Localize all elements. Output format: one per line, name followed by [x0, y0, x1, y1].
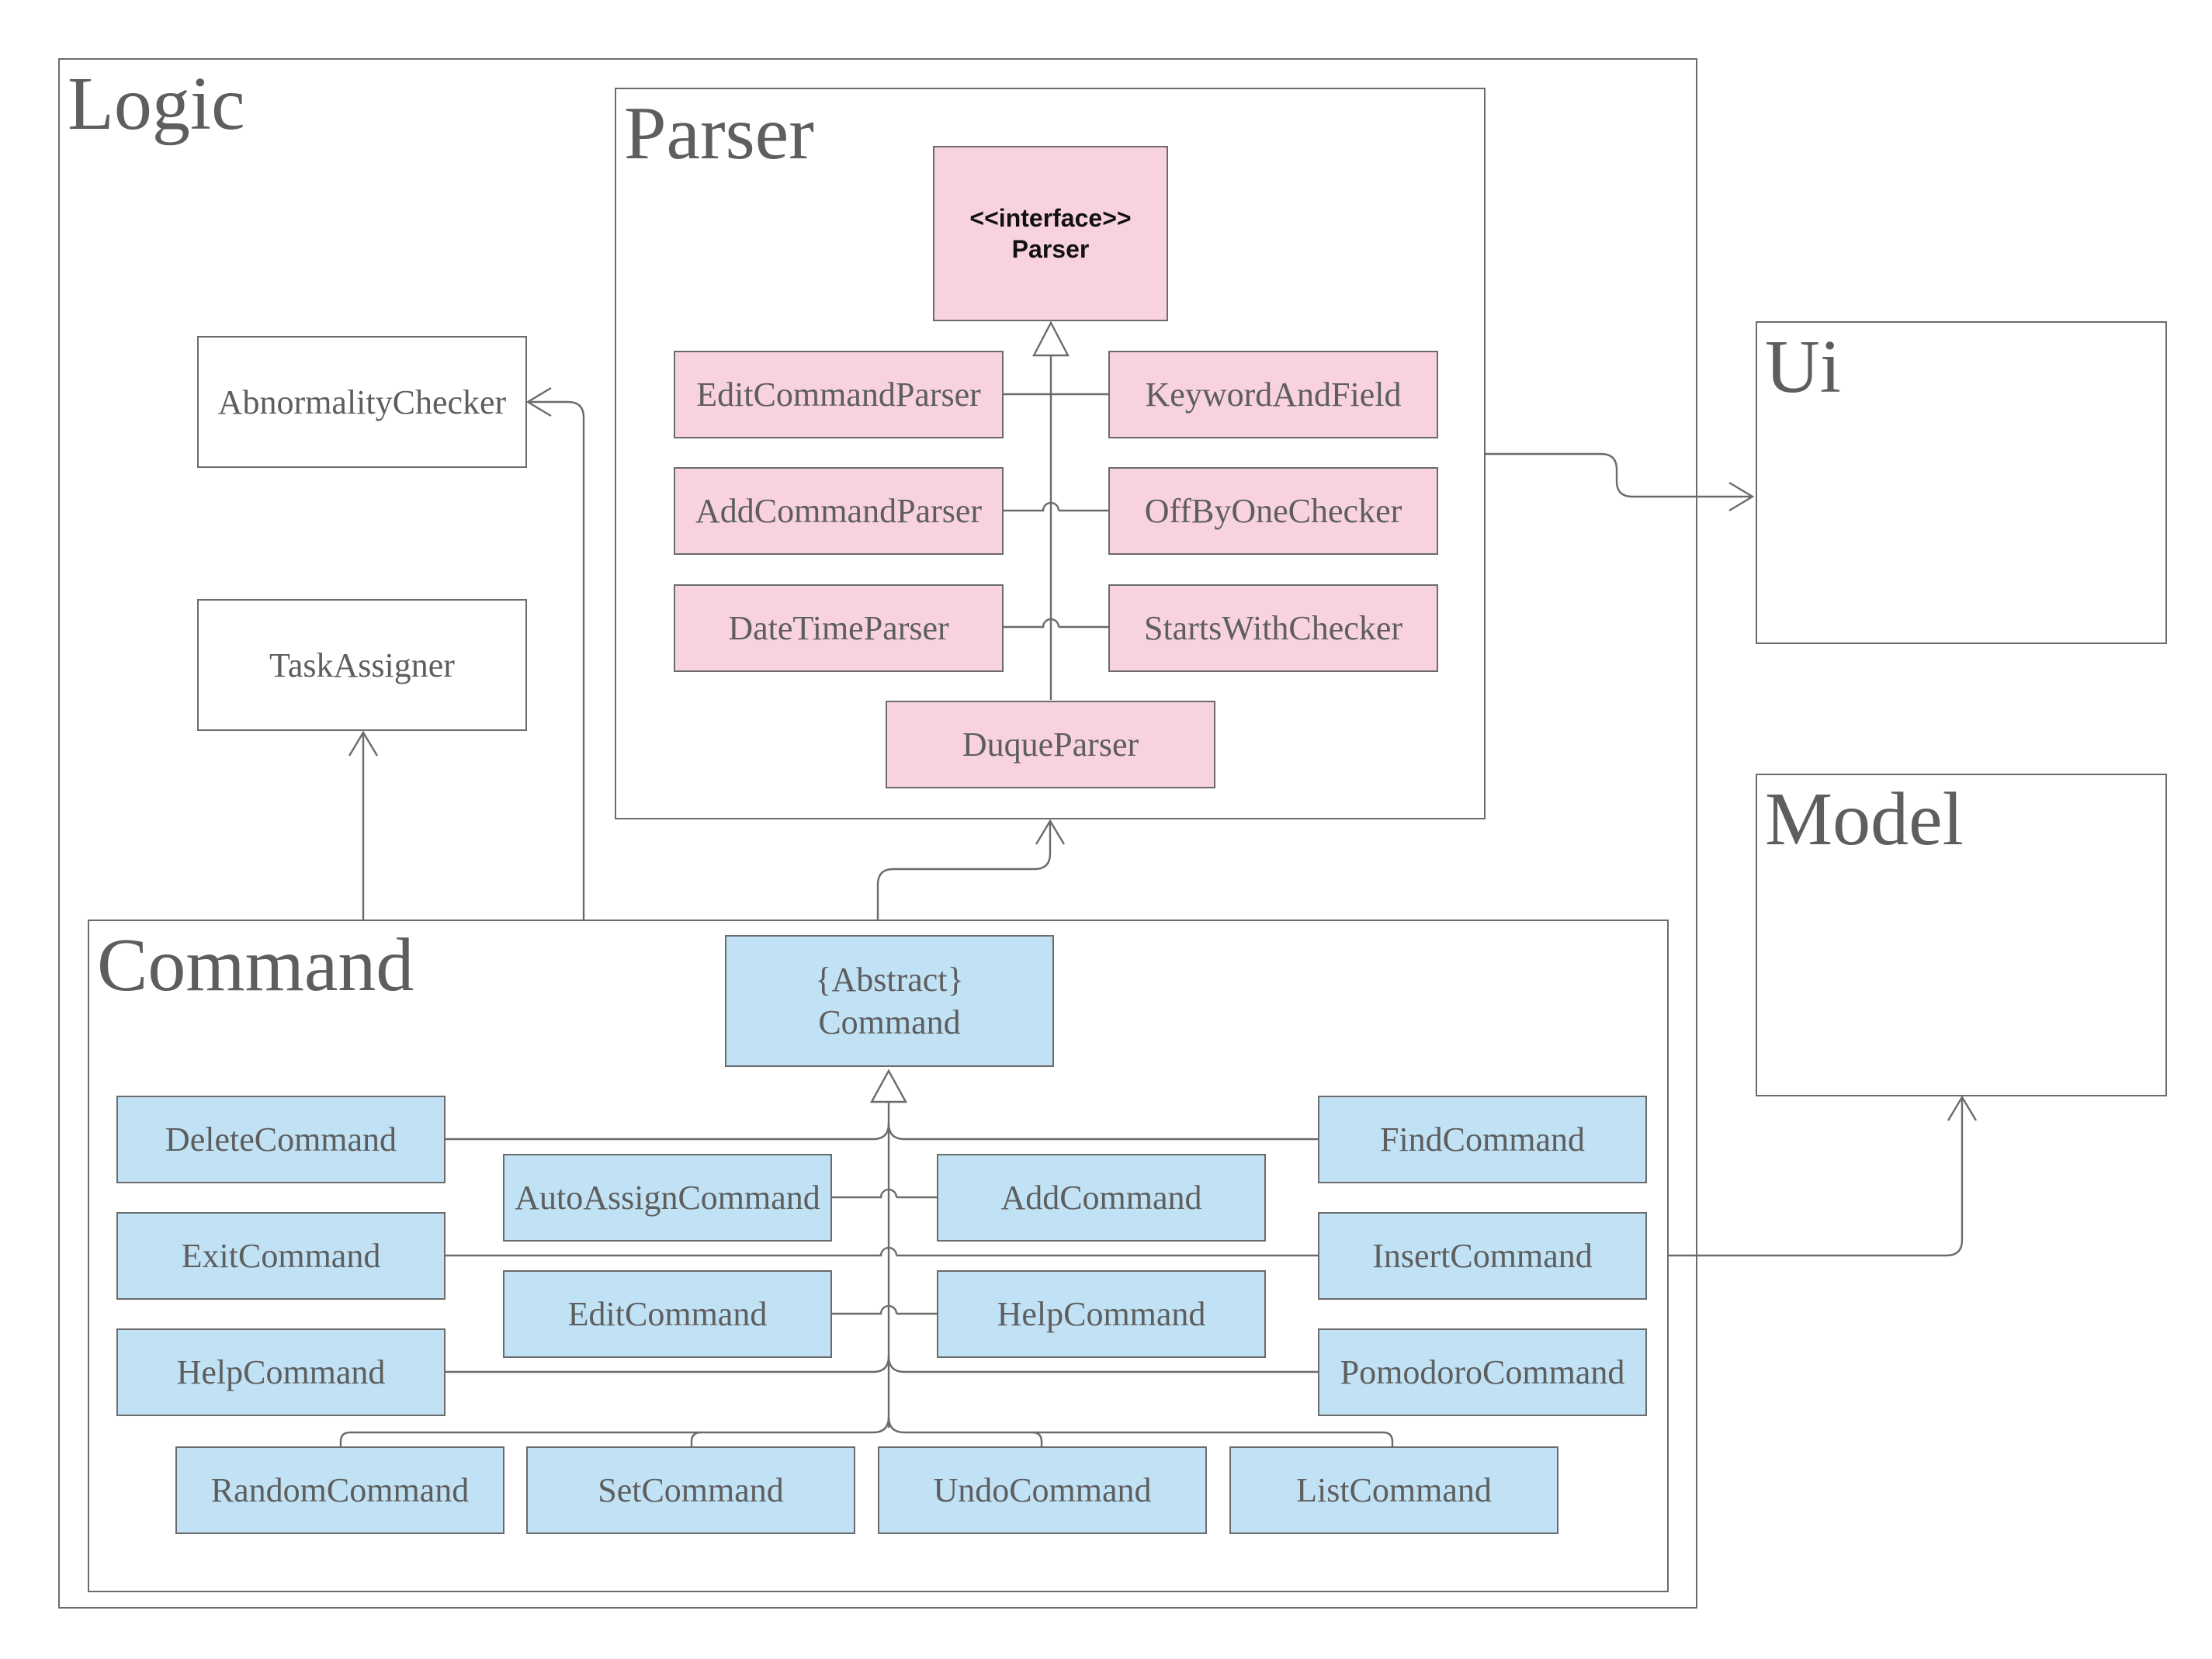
date-time-parser-label: DateTimeParser	[728, 609, 949, 647]
command-package-title: Command	[97, 923, 414, 1007]
off-by-one-checker-class: OffByOneChecker	[1108, 467, 1438, 555]
help-command-left-label: HelpCommand	[176, 1353, 386, 1391]
starts-with-checker-label: StartsWithChecker	[1143, 609, 1403, 647]
date-time-parser-class: DateTimeParser	[674, 584, 1004, 672]
insert-command-label: InsertCommand	[1372, 1237, 1593, 1275]
auto-assign-command-label: AutoAssignCommand	[515, 1179, 820, 1217]
auto-assign-command-class: AutoAssignCommand	[503, 1154, 832, 1242]
add-command-label: AddCommand	[1000, 1179, 1202, 1217]
delete-command-label: DeleteCommand	[165, 1120, 397, 1159]
parser-interface-name: Parser	[1011, 235, 1090, 263]
ui-arrowhead	[1728, 481, 1755, 512]
starts-with-checker-class: StartsWithChecker	[1108, 584, 1438, 672]
command-inheritance-arrowhead	[869, 1068, 908, 1103]
duque-parser-label: DuqueParser	[962, 726, 1139, 764]
undo-command-link	[1031, 1431, 1043, 1446]
pomodoro-command-label: PomodoroCommand	[1340, 1353, 1625, 1391]
abstract-command-name: Command	[818, 1003, 961, 1041]
help-command-mid-label: HelpCommand	[997, 1295, 1206, 1333]
task-assigner-arrowhead	[348, 730, 379, 757]
abstract-command-class: {Abstract} Command	[725, 935, 1054, 1067]
task-assigner-label: TaskAssigner	[269, 646, 455, 684]
abnormality-checker-arrowhead	[525, 386, 552, 417]
logic-package: Logic	[58, 58, 1697, 1609]
list-command-class: ListCommand	[1229, 1446, 1558, 1534]
abnormality-checker-label: AbnormalityChecker	[217, 383, 507, 421]
pomodoro-command-class: PomodoroCommand	[1318, 1328, 1647, 1416]
add-command-parser-link	[1004, 501, 1060, 512]
off-by-one-checker-label: OffByOneChecker	[1144, 492, 1402, 530]
pomodoro-command-link	[887, 1356, 1318, 1373]
add-command-class: AddCommand	[937, 1154, 1266, 1242]
set-command-label: SetCommand	[598, 1471, 784, 1509]
parser-package-title: Parser	[624, 92, 814, 175]
duque-parser-class: DuqueParser	[886, 701, 1215, 788]
command-to-parser-dependency	[876, 821, 1052, 920]
find-command-link	[887, 1123, 1318, 1141]
edit-command-parser-label: EditCommandParser	[696, 376, 981, 414]
exit-command-link	[445, 1246, 898, 1257]
parser-interface-class: <<interface>> Parser	[933, 146, 1168, 321]
help-command-left-class: HelpCommand	[116, 1328, 446, 1416]
find-command-label: FindCommand	[1379, 1120, 1586, 1159]
task-assigner-class: TaskAssigner	[197, 599, 527, 731]
edit-command-parser-class: EditCommandParser	[674, 351, 1004, 438]
parser-package-arrowhead	[1035, 819, 1066, 845]
ui-package-title: Ui	[1765, 325, 1841, 409]
keyword-and-field-label: KeywordAndField	[1145, 376, 1402, 414]
add-command-parser-label: AddCommandParser	[695, 492, 983, 530]
date-time-parser-link	[1004, 618, 1060, 629]
edit-command-class: EditCommand	[503, 1270, 832, 1358]
set-command-link	[690, 1431, 702, 1446]
ui-package: Ui	[1756, 321, 2167, 644]
delete-command-class: DeleteCommand	[116, 1096, 446, 1183]
parser-package: Parser	[615, 88, 1486, 819]
model-package: Model	[1756, 774, 2167, 1096]
parser-interface-stereotype: <<interface>>	[969, 204, 1132, 232]
set-command-class: SetCommand	[526, 1446, 855, 1534]
command-to-model-dependency	[1667, 1097, 1964, 1257]
model-arrowhead	[1947, 1095, 1978, 1121]
help-command-mid-class: HelpCommand	[937, 1270, 1266, 1358]
parser-to-ui-dependency	[1485, 452, 1753, 498]
abnormality-checker-class: AbnormalityChecker	[197, 336, 527, 468]
abstract-command-stereotype: {Abstract}	[815, 961, 964, 999]
model-package-title: Model	[1765, 778, 1964, 861]
add-command-parser-class: AddCommandParser	[674, 467, 1004, 555]
random-command-class: RandomCommand	[175, 1446, 504, 1534]
list-command-label: ListCommand	[1296, 1471, 1492, 1509]
random-command-label: RandomCommand	[210, 1471, 470, 1509]
keyword-and-field-class: KeywordAndField	[1108, 351, 1438, 438]
edit-command-label: EditCommand	[567, 1295, 768, 1333]
auto-assign-command-link	[831, 1188, 898, 1199]
find-command-class: FindCommand	[1318, 1096, 1647, 1183]
logic-package-title: Logic	[68, 62, 245, 146]
parser-inheritance-arrowhead	[1032, 320, 1070, 357]
insert-command-class: InsertCommand	[1318, 1212, 1647, 1300]
command-package: Command	[88, 920, 1669, 1592]
exit-command-class: ExitCommand	[116, 1212, 446, 1300]
command-to-abnormality-checker	[528, 400, 585, 920]
exit-command-label: ExitCommand	[181, 1237, 381, 1275]
edit-command-link	[831, 1304, 898, 1315]
undo-command-class: UndoCommand	[878, 1446, 1207, 1534]
undo-command-label: UndoCommand	[933, 1471, 1152, 1509]
bottom-row-bus	[339, 1416, 1394, 1446]
